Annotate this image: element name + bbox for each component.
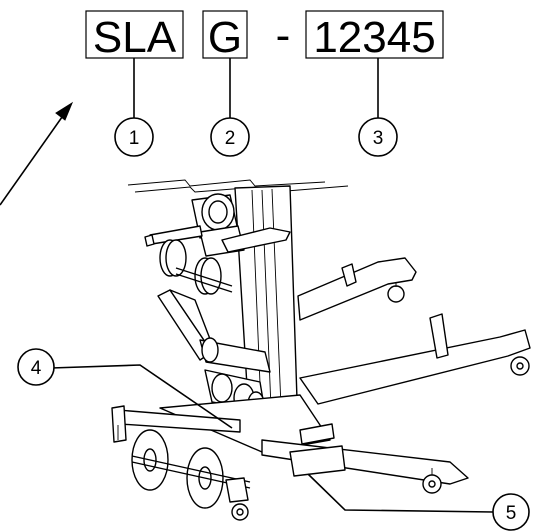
code-box-3 — [305, 10, 444, 59]
code-box-1 — [85, 10, 184, 59]
callout-5-label: 5 — [506, 503, 517, 524]
code-box-2 — [202, 10, 248, 59]
callout-4-label: 4 — [31, 358, 42, 379]
callout-1-label: 1 — [129, 128, 140, 149]
callout-2: 2 — [210, 117, 250, 157]
model-code: SLA G - 12345 — [85, 10, 444, 62]
code-segment-2: G — [208, 13, 242, 62]
callout-3: 3 — [358, 117, 398, 157]
material-lift-illustration — [111, 179, 531, 521]
code-segment-3: 12345 — [313, 13, 435, 62]
callout-5: 5 — [492, 493, 530, 531]
code-separator: - — [276, 11, 291, 60]
pointer-arrow — [0, 101, 74, 206]
callout-4: 4 — [17, 348, 55, 386]
code-segment-1: SLA — [93, 13, 177, 62]
leader-4 — [50, 364, 233, 429]
callout-2-label: 2 — [225, 128, 236, 149]
callout-3-label: 3 — [373, 128, 384, 149]
leader-5 — [307, 473, 494, 513]
callout-1: 1 — [114, 117, 154, 157]
